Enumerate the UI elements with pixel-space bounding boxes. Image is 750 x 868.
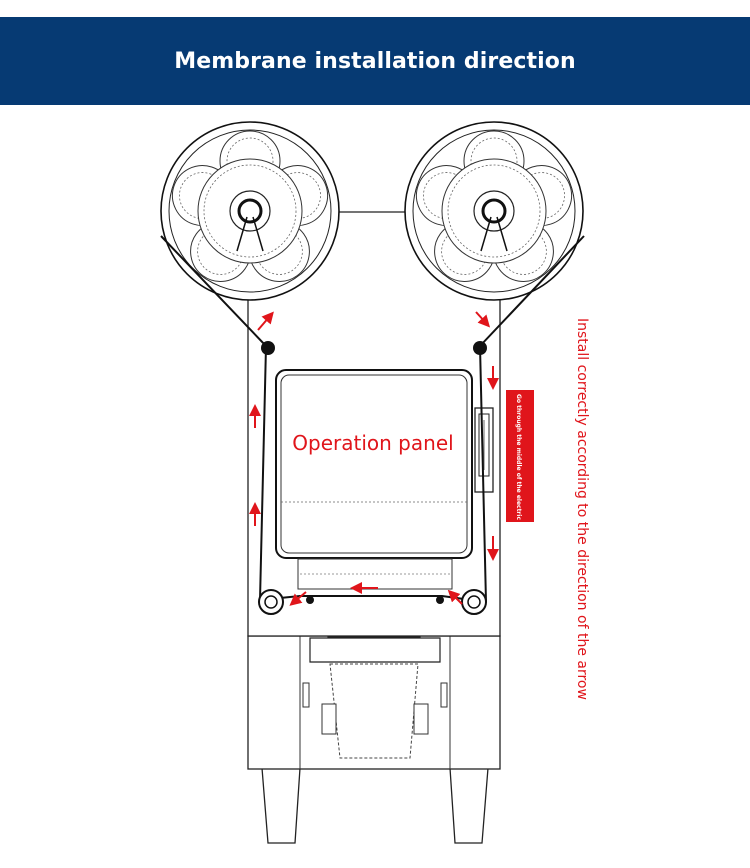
page-title: Membrane installation direction — [174, 48, 576, 74]
upper-left-roller — [261, 341, 275, 355]
eye-note-box — [506, 390, 534, 522]
operation-panel — [275, 369, 473, 559]
left-reel — [161, 122, 339, 300]
upper-right-roller — [473, 341, 487, 355]
film-path — [160, 235, 585, 603]
right-reel — [405, 122, 583, 300]
eye-note-text: Go through the middle of the electric ey… — [515, 394, 522, 534]
cup-holder — [309, 637, 441, 663]
title-banner: Membrane installation direction — [0, 17, 750, 105]
right-leg — [449, 767, 489, 844]
operation-panel-label: Operation panel — [292, 431, 453, 455]
left-leg — [261, 767, 301, 844]
direction-instruction: Install correctly according to the direc… — [574, 318, 590, 700]
direction-arrows — [249, 311, 499, 606]
